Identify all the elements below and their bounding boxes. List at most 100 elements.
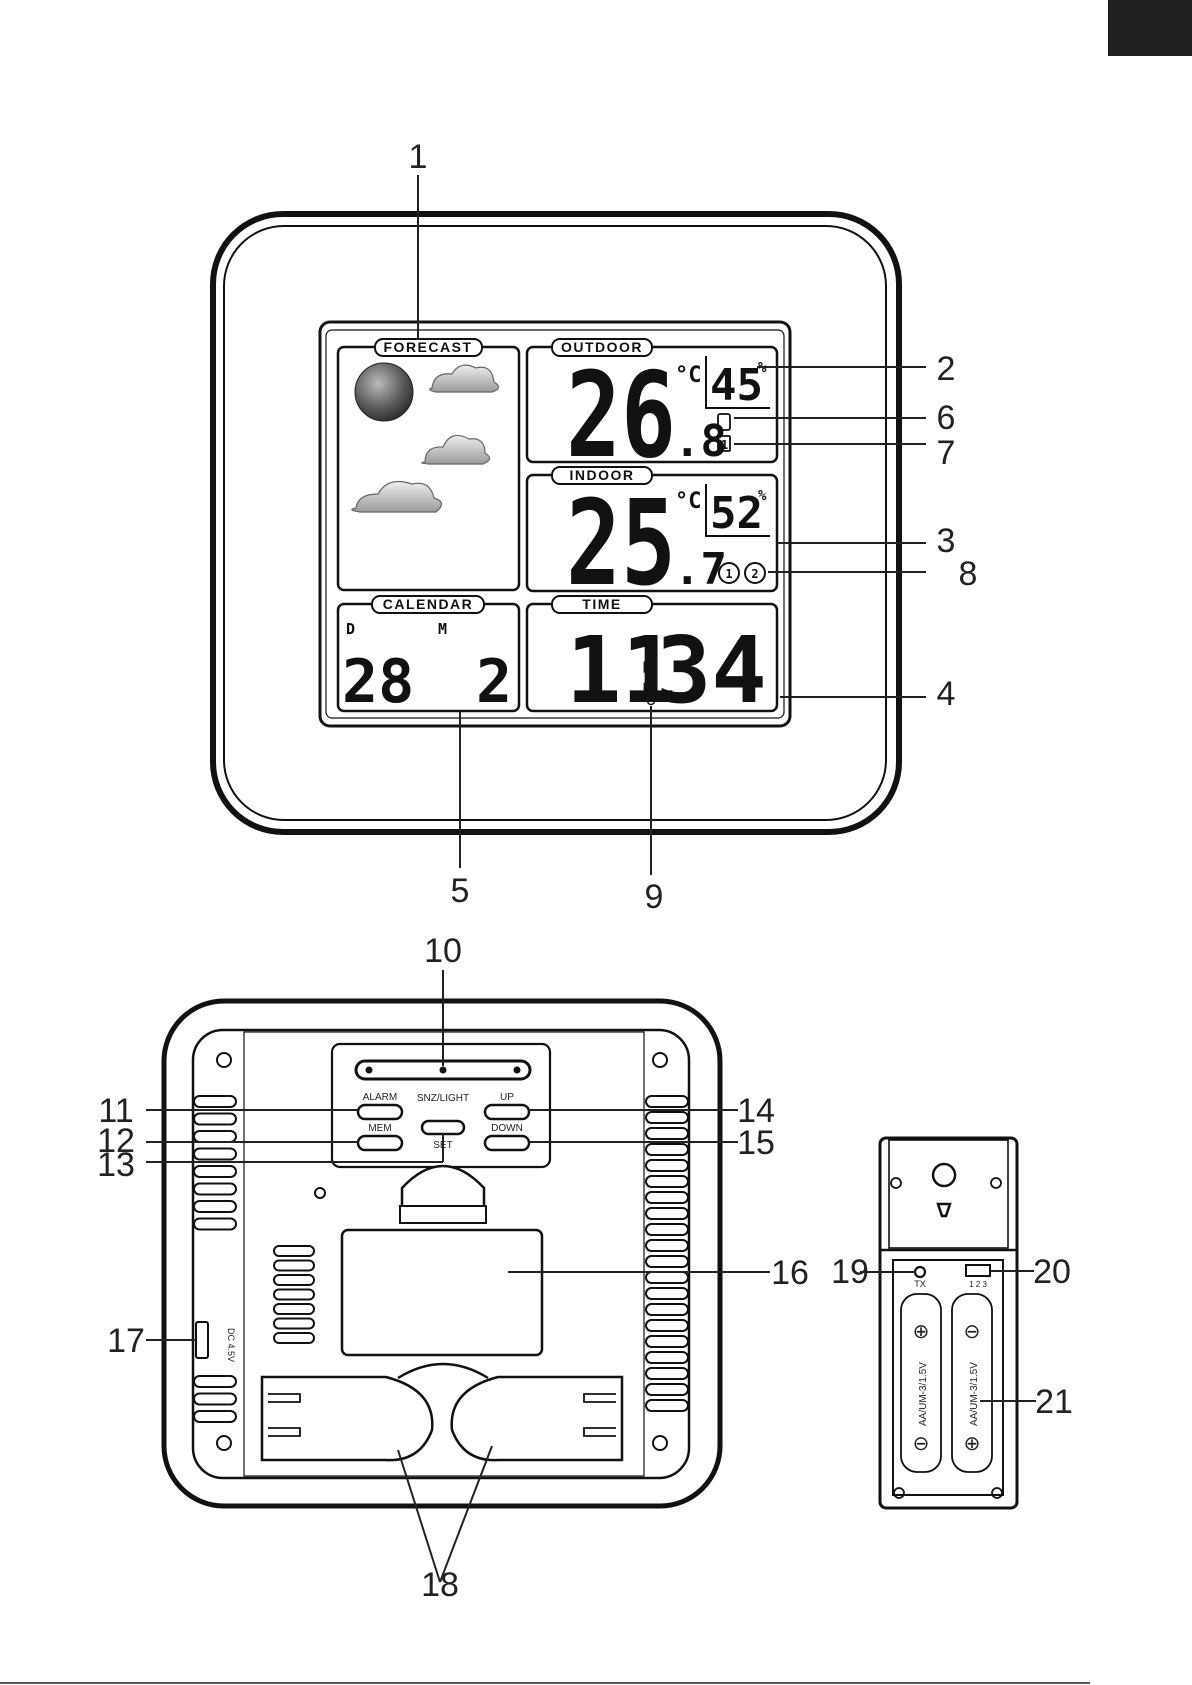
callout-21: 21 xyxy=(1035,1383,1073,1421)
battery-1-minus: ⊖ xyxy=(913,1433,930,1455)
vent-slot xyxy=(646,1320,688,1331)
front-unit: FORECAST OUTDOOR 26 .8 °C 45 % 1 INDOOR … xyxy=(213,175,926,875)
outdoor-temperature: 26 xyxy=(566,346,676,484)
stand-feet xyxy=(262,1364,622,1460)
vent-slot xyxy=(646,1368,688,1379)
vent-slot xyxy=(194,1149,236,1160)
mem-button[interactable] xyxy=(358,1136,402,1150)
vent-slot xyxy=(194,1166,236,1177)
sensor-unit: TX 1 2 3 ⊕ AA/UM-3/1.5V ⊖ ⊖ AA/UM-3/1.5V… xyxy=(860,1138,1036,1508)
callout-1: 1 xyxy=(409,138,428,176)
battery-2-minus: ⊖ xyxy=(964,1321,981,1343)
dc-jack-label: DC 4.5V xyxy=(226,1328,236,1362)
channel-switch[interactable] xyxy=(966,1265,990,1276)
keyhole-icon xyxy=(933,1164,955,1216)
vent-slot xyxy=(194,1184,236,1195)
front-housing-inner xyxy=(224,226,886,820)
vent-slot xyxy=(194,1201,236,1212)
time-label: TIME xyxy=(582,596,621,612)
indoor-humidity: 52 xyxy=(710,488,763,539)
callout-6: 6 xyxy=(937,399,956,437)
speaker-slot xyxy=(274,1261,314,1271)
vent-slot xyxy=(194,1376,236,1387)
speaker-slot xyxy=(274,1333,314,1343)
callout-7: 7 xyxy=(937,434,956,472)
vent-slot xyxy=(194,1114,236,1125)
alarm-button[interactable] xyxy=(358,1105,402,1119)
callout-20: 20 xyxy=(1033,1253,1071,1291)
up-button-label: UP xyxy=(500,1092,514,1103)
vent-slot xyxy=(646,1208,688,1219)
vent-slot xyxy=(646,1272,688,1283)
callout-3: 3 xyxy=(937,522,956,560)
vent-slot xyxy=(646,1240,688,1251)
vent-slot xyxy=(646,1304,688,1315)
snz-light-dot-center xyxy=(440,1067,447,1074)
tx-led xyxy=(915,1267,925,1277)
vent-slot xyxy=(194,1131,236,1142)
speaker-slot xyxy=(274,1319,314,1329)
set-button[interactable] xyxy=(422,1121,464,1134)
vent-slot xyxy=(646,1128,688,1139)
calendar-label: CALENDAR xyxy=(383,596,474,612)
alarm-2-number: 2 xyxy=(751,567,758,581)
indoor-unit: °C xyxy=(675,489,702,514)
vent-slot xyxy=(646,1192,688,1203)
calendar-day: 28 xyxy=(342,647,414,717)
calendar-month-letter: M xyxy=(438,620,447,638)
battery-1-label: AA/UM-3/1.5V xyxy=(918,1362,929,1426)
vent-slots-left xyxy=(194,1096,236,1422)
vent-slot xyxy=(646,1144,688,1155)
sensor-leader-lines xyxy=(860,1271,1036,1401)
callout-19: 19 xyxy=(831,1253,869,1291)
alarm-1-number: 1 xyxy=(725,567,732,581)
stand-hinge xyxy=(402,1166,484,1209)
speaker-grille xyxy=(274,1246,314,1343)
reset-hole xyxy=(315,1188,325,1198)
speaker-slot xyxy=(274,1246,314,1256)
up-button[interactable] xyxy=(485,1105,529,1119)
callout-4: 4 xyxy=(937,675,956,713)
callout-9: 9 xyxy=(645,878,664,916)
battery-2-plus: ⊕ xyxy=(964,1433,981,1455)
speaker-slot xyxy=(274,1304,314,1314)
outdoor-unit: °C xyxy=(675,363,702,388)
vent-slot xyxy=(194,1394,236,1405)
vent-slot xyxy=(646,1400,688,1411)
front-housing-outer xyxy=(213,214,899,832)
dc-jack[interactable] xyxy=(196,1322,208,1358)
speaker-slot xyxy=(274,1275,314,1285)
callout-5: 5 xyxy=(451,872,470,910)
mem-button-label: MEM xyxy=(368,1123,391,1134)
speaker-slot xyxy=(274,1290,314,1300)
forecast-label: FORECAST xyxy=(384,339,473,355)
channel-switch-label: 1 2 3 xyxy=(969,1280,987,1289)
channel-number: 1 xyxy=(721,438,728,452)
down-button-label: DOWN xyxy=(491,1123,523,1134)
indoor-temperature: 25 xyxy=(566,474,676,612)
vent-slot xyxy=(646,1336,688,1347)
down-button[interactable] xyxy=(485,1136,529,1150)
vent-slot xyxy=(646,1224,688,1235)
calendar-day-letter: D xyxy=(346,620,355,638)
tx-label: TX xyxy=(914,1279,926,1289)
indoor-humidity-percent: % xyxy=(758,488,767,504)
callout-18: 18 xyxy=(421,1566,459,1604)
vent-slot xyxy=(646,1288,688,1299)
vent-slot xyxy=(194,1096,236,1107)
sun-icon xyxy=(355,363,413,421)
battery-cover[interactable] xyxy=(342,1230,542,1355)
callout-8: 8 xyxy=(959,555,978,593)
sensor-top-mount xyxy=(889,1140,1008,1248)
back-unit: SNZ/LIGHT ALARM UP MEM DOWN SET DC 4.5V xyxy=(146,970,770,1582)
vent-slot xyxy=(646,1352,688,1363)
time-minutes: 34 xyxy=(656,617,767,724)
vent-slots-right xyxy=(646,1096,688,1411)
callout-10: 10 xyxy=(424,932,462,970)
alarm-button-label: ALARM xyxy=(363,1092,397,1103)
vent-slot xyxy=(646,1256,688,1267)
screw-icon xyxy=(891,1178,1002,1498)
snz-light-dot-right xyxy=(514,1067,521,1074)
calendar-month: 2 xyxy=(476,647,512,717)
callout-13: 13 xyxy=(97,1146,135,1184)
